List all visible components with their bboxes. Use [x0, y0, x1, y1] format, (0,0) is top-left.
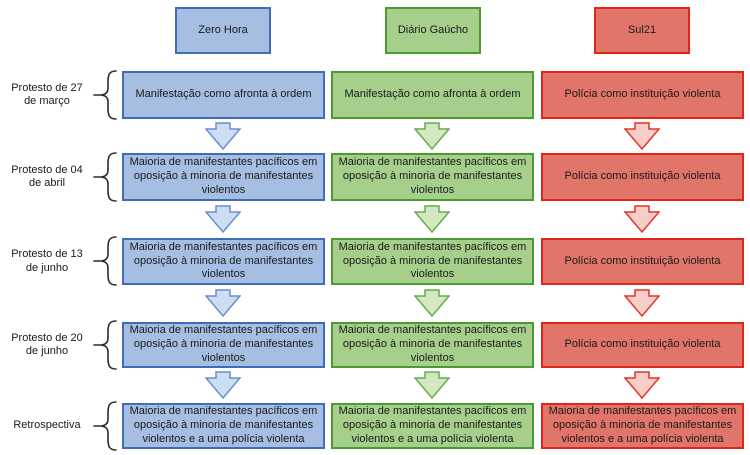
down-arrow-icon	[414, 122, 450, 150]
cell-diario-gaucho-13-junho: Maioria de manifestantes pacíficos em op…	[331, 238, 534, 285]
cell-zero-hora-retrospectiva: Maioria de manifestantes pacíficos em op…	[122, 403, 325, 449]
down-arrow-icon	[205, 122, 241, 150]
row-label-protesto-27-marco: Protesto de 27 de março	[11, 81, 83, 107]
cell-sul21-20-junho: Polícia como instituição violenta	[541, 322, 744, 368]
row-label-protesto-04-abril: Protesto de 04 de abril	[11, 163, 83, 189]
curly-brace-icon	[92, 152, 118, 202]
down-arrow-icon	[414, 205, 450, 233]
cell-diario-gaucho-27-marco: Manifestação como afronta à ordem	[331, 71, 534, 119]
down-arrow-icon	[414, 371, 450, 399]
cell-zero-hora-27-marco: Manifestação como afronta à ordem	[122, 71, 325, 119]
cell-zero-hora-20-junho: Maioria de manifestantes pacíficos em op…	[122, 322, 325, 368]
down-arrow-icon	[624, 371, 660, 399]
column-header-zero-hora: Zero Hora	[175, 7, 271, 54]
down-arrow-icon	[205, 371, 241, 399]
column-header-label: Sul21	[627, 23, 657, 36]
row-label-protesto-13-junho: Protesto de 13 de junho	[11, 248, 83, 274]
cell-diario-gaucho-retrospectiva: Maioria de manifestantes pacíficos em op…	[331, 403, 534, 449]
column-header-diario-gaucho: Diário Gaúcho	[385, 7, 481, 54]
curly-brace-icon	[92, 320, 118, 370]
column-header-sul21: Sul21	[594, 7, 690, 54]
column-header-label: Zero Hora	[198, 23, 248, 36]
down-arrow-icon	[624, 289, 660, 317]
curly-brace-icon	[92, 401, 118, 451]
cell-sul21-retrospectiva: Maioria de manifestantes pacíficos em op…	[541, 403, 744, 449]
down-arrow-icon	[414, 289, 450, 317]
down-arrow-icon	[624, 122, 660, 150]
row-label-protesto-20-junho: Protesto de 20 de junho	[11, 331, 83, 357]
cell-sul21-27-marco: Polícia como instituição violenta	[541, 71, 744, 119]
cell-sul21-04-abril: Polícia como instituição violenta	[541, 153, 744, 201]
curly-brace-icon	[92, 236, 118, 286]
down-arrow-icon	[205, 205, 241, 233]
cell-zero-hora-13-junho: Maioria de manifestantes pacíficos em op…	[122, 238, 325, 285]
down-arrow-icon	[624, 205, 660, 233]
cell-zero-hora-04-abril: Maioria de manifestantes pacíficos em op…	[122, 153, 325, 201]
row-label-retrospectiva: Retrospectiva	[13, 419, 81, 432]
column-header-label: Diário Gaúcho	[397, 23, 469, 36]
cell-diario-gaucho-04-abril: Maioria de manifestantes pacíficos em op…	[331, 153, 534, 201]
cell-sul21-13-junho: Polícia como instituição violenta	[541, 238, 744, 285]
down-arrow-icon	[205, 289, 241, 317]
curly-brace-icon	[92, 70, 118, 120]
cell-diario-gaucho-20-junho: Maioria de manifestantes pacíficos em op…	[331, 322, 534, 368]
